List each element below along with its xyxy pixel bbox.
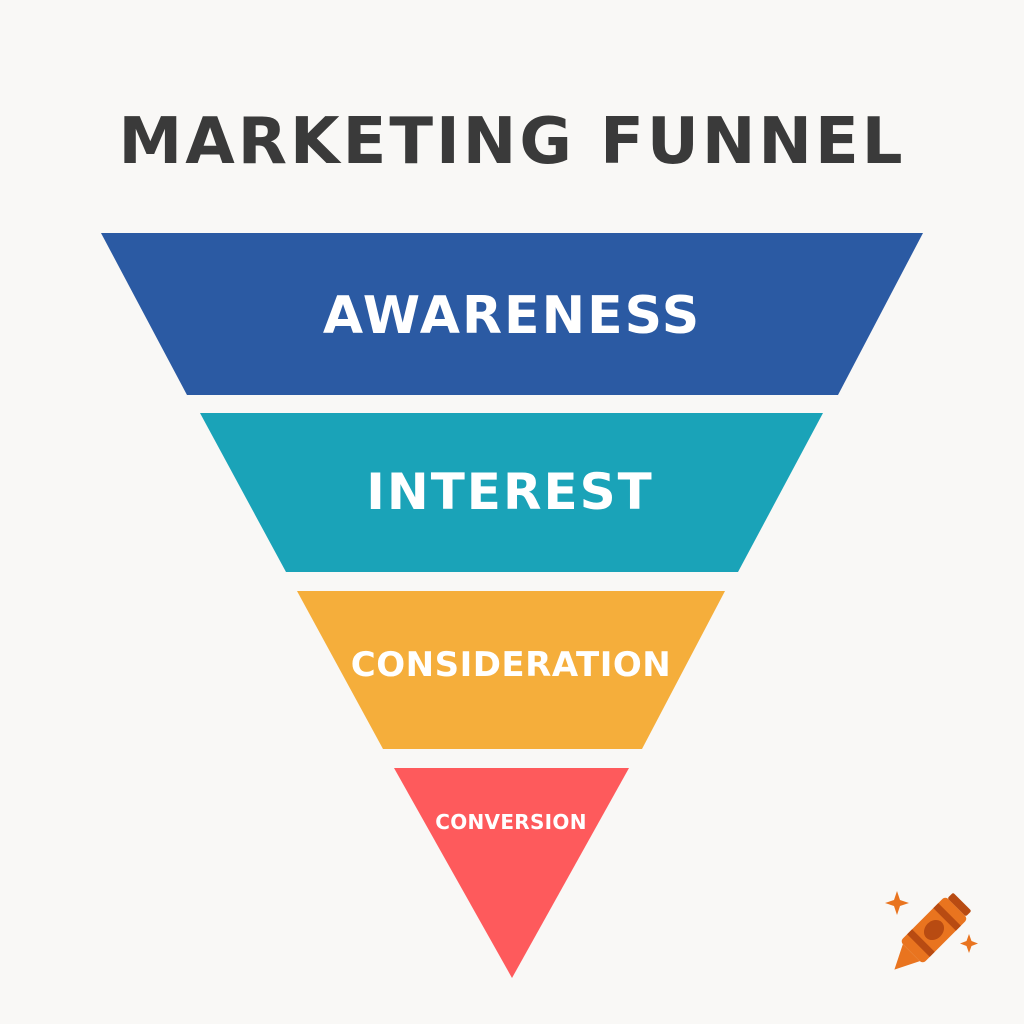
funnel-stage-interest (200, 413, 823, 572)
funnel-stage-consideration-label: CONSIDERATION (351, 645, 671, 685)
crayon-body (894, 893, 971, 970)
funnel-stage-conversion (394, 768, 629, 978)
funnel-stage-awareness-label: AWARENESS (323, 286, 701, 346)
funnel-stage-consideration (297, 591, 725, 749)
sparkle-icon (960, 934, 978, 953)
crayon-icon (885, 891, 978, 970)
funnel-stage-conversion-label: CONVERSION (435, 810, 587, 834)
funnel-stage-awareness (101, 233, 923, 395)
sparkle-icon (885, 891, 909, 915)
funnel-stage-interest-label: INTEREST (366, 463, 653, 521)
diagram-title: MARKETING FUNNEL (118, 105, 906, 179)
